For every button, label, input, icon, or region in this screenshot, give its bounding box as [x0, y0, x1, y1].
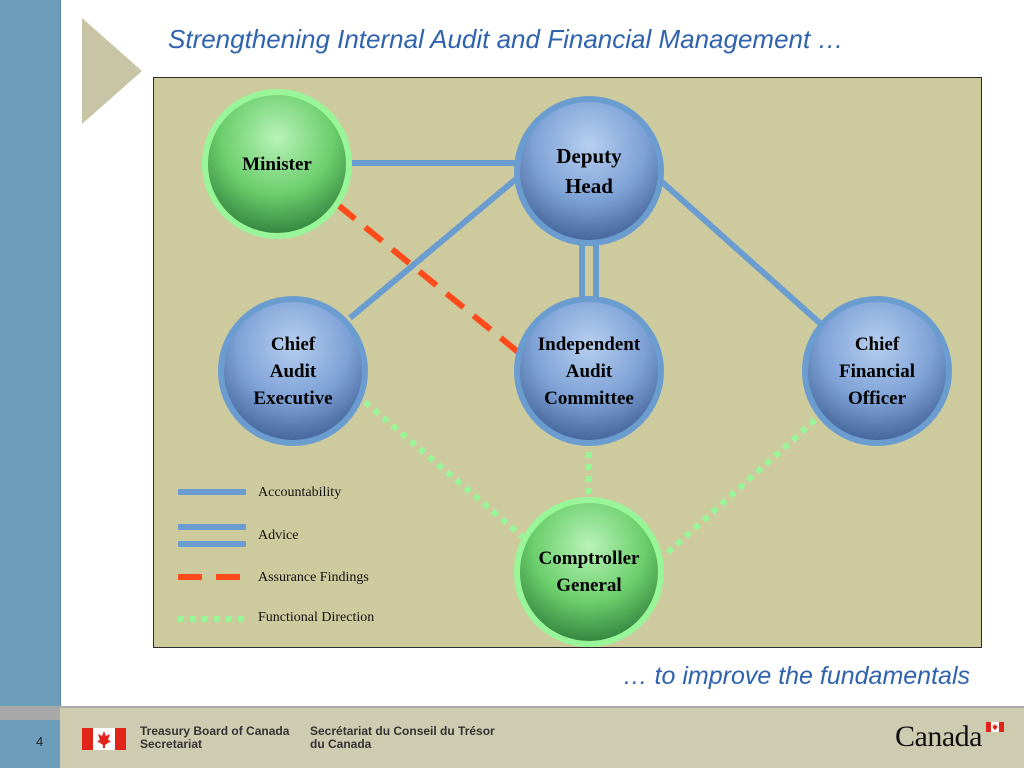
- left-sidebar-bar: [0, 0, 60, 768]
- minister-label: Minister: [242, 153, 312, 175]
- legend-advice-label: Advice: [258, 528, 299, 543]
- functional-line-cfo-cg: [662, 417, 818, 558]
- comptroller-node-circle: [514, 497, 664, 647]
- deputy-head-node-circle: [514, 96, 664, 246]
- sidebar-edge: [60, 0, 61, 768]
- slide-title: Strengthening Internal Audit and Financi…: [168, 24, 844, 54]
- chief-audit-executive-node: Chief Audit Executive: [221, 299, 365, 443]
- slide-subtitle: … to improve the fundamentals: [622, 662, 970, 690]
- page-number: 4: [36, 734, 44, 749]
- footer-org-english: Treasury Board of Canada Secretariat: [140, 724, 290, 751]
- independent-audit-committee-label: Independent Audit Committee: [537, 333, 641, 409]
- accountability-line-cfo-deputy: [660, 179, 824, 328]
- legend-assurance-label: Assurance Findings: [258, 570, 369, 585]
- deputy-head-label: Deputy Head: [556, 144, 622, 198]
- accountability-line-cae-deputy: [348, 171, 524, 321]
- arrow-icon: [82, 18, 142, 124]
- deputy-head-node: Deputy Head: [517, 99, 661, 243]
- legend-functional-label: Functional Direction: [258, 610, 375, 625]
- footer-left-block: [0, 720, 60, 768]
- footer-org-french: Secrétariat du Conseil du Trésor du Cana…: [310, 724, 495, 751]
- canada-wordmark: Canada: [895, 720, 982, 753]
- footer-bar: [60, 708, 1024, 768]
- minister-node: Minister: [205, 92, 349, 236]
- assurance-line-minister-iac: [336, 202, 520, 355]
- functional-line-cae-cg: [363, 399, 525, 540]
- wordmark-flag-icon: [986, 722, 1004, 732]
- chief-audit-executive-label: Chief Audit Executive: [253, 333, 333, 409]
- comptroller-general-node: Comptroller General: [517, 500, 661, 644]
- iac-node-circle: [514, 296, 664, 446]
- minister-node-circle: [202, 89, 352, 239]
- cae-node-circle: [218, 296, 368, 446]
- canada-flag-icon: [82, 728, 126, 750]
- comptroller-general-label: Comptroller General: [538, 548, 640, 596]
- cfo-node-circle: [802, 296, 952, 446]
- legend-accountability-label: Accountability: [258, 485, 342, 500]
- independent-audit-committee-node: Independent Audit Committee: [517, 299, 661, 443]
- chief-financial-officer-node: Chief Financial Officer: [805, 299, 949, 443]
- chief-financial-officer-label: Chief Financial Officer: [838, 333, 915, 409]
